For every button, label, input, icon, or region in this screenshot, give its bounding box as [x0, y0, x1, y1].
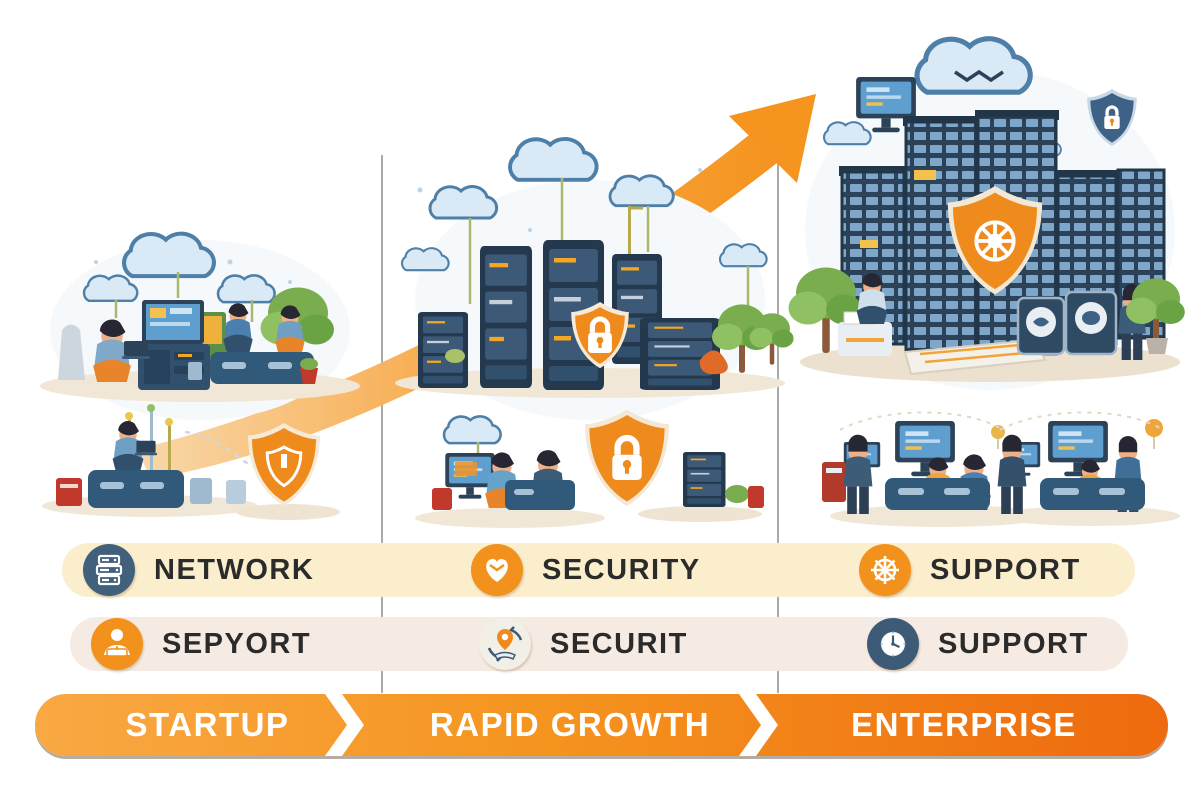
stage-startup: STARTUP: [35, 694, 380, 756]
stage-label: ENTERPRISE: [851, 706, 1077, 743]
column-divider: [381, 155, 383, 693]
startup-scene: [40, 234, 360, 420]
feature-label: SECURITY: [542, 553, 701, 586]
stage-label: STARTUP: [125, 706, 290, 743]
feature-label: SEPYORT: [162, 627, 312, 660]
feature-security: SECURITY: [470, 543, 701, 597]
chevron-separator-icon: [739, 694, 778, 756]
rapid-growth-scene: [395, 136, 794, 420]
person-laptop-icon: [90, 617, 144, 671]
growth-arrow-icon: [138, 94, 816, 479]
timeline-banner: STARTUP RAPID GROWTH ENTERPRISE: [35, 694, 1168, 756]
map-pin-person-icon: [478, 617, 532, 671]
chevron-separator-icon: [325, 694, 364, 756]
feature-label: SECURIT: [550, 627, 688, 660]
column-divider: [777, 150, 779, 693]
stage-rapid-growth: RAPID GROWTH: [380, 694, 760, 756]
heart-icon: [470, 543, 524, 597]
feature-sepyort: SEPYORT: [90, 617, 311, 671]
stage-enterprise: ENTERPRISE: [760, 694, 1168, 756]
clock-icon: [866, 617, 920, 671]
startup-support-scene: [42, 404, 340, 520]
feature-network: NETWORK: [82, 543, 314, 597]
feature-label: SUPPORT: [930, 553, 1081, 586]
feature-securit: SECURIT: [478, 617, 688, 671]
feature-row-1: NETWORK SECURITY SUPPORT: [62, 543, 1135, 597]
enterprise-support-scene: [822, 411, 1180, 527]
rapid-growth-security-scene: [415, 409, 764, 528]
server-rack-icon: [82, 543, 136, 597]
feature-support-2: SUPPORT: [866, 617, 1089, 671]
enterprise-scene: [788, 39, 1185, 390]
feature-label: NETWORK: [154, 553, 315, 586]
feature-support: SUPPORT: [858, 543, 1081, 597]
feature-row-2: SEPYORT SECURIT: [70, 617, 1128, 671]
helm-wheel-icon: [858, 543, 912, 597]
stage-label: RAPID GROWTH: [429, 706, 711, 743]
feature-label: SUPPORT: [938, 627, 1089, 660]
